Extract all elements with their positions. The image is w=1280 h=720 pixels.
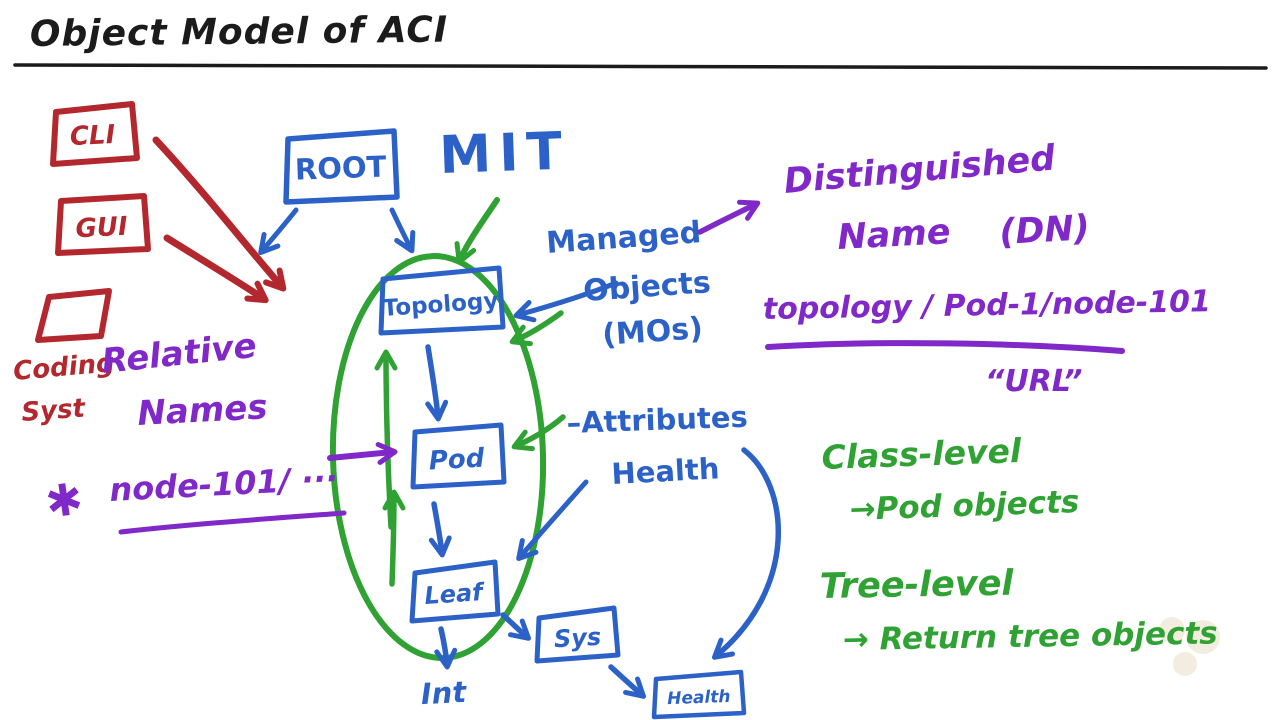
coding-system-box [35, 288, 112, 343]
topology-label: Topology [382, 288, 499, 322]
mit-label: MIT [438, 121, 571, 186]
int-label: Int [420, 675, 468, 711]
class-level-sub: →Pod objects [849, 484, 1080, 528]
attributes-label: –Attributes [566, 400, 748, 440]
arrow-attributes-to-health-box [711, 447, 782, 660]
dn-example-underline [765, 340, 1125, 354]
gui-box [55, 193, 151, 256]
leaf-label: Leaf [423, 578, 486, 610]
leaf-box [409, 559, 501, 624]
arrow-mo-to-topology [513, 280, 619, 323]
arrow-root-down [389, 207, 416, 254]
rn-example-underline [118, 510, 347, 535]
arrow-green-into-topology [509, 310, 564, 347]
pod-box [410, 422, 507, 490]
arrow-pod-leaf [428, 501, 452, 558]
url-label: “URL” [985, 364, 1083, 399]
arrow-sys-health [608, 664, 646, 699]
arrow-leaf-sys [500, 612, 532, 641]
arrow-root-downleft [258, 207, 299, 256]
arrow-mo-to-dn [697, 199, 761, 235]
rn-example: node-101/ ··· [108, 459, 338, 509]
dn-example: topology / Pod-1/node-101 [763, 284, 1212, 327]
title-underline [13, 63, 1268, 70]
arrow-attributes-to-leaf [516, 479, 589, 562]
coding-system-label-line2: Syst [20, 394, 87, 428]
arrow-mit-to-topology [454, 197, 500, 265]
dn-label-line1: Distinguished [782, 138, 1057, 202]
arrow-up-inner-lower [382, 489, 406, 587]
arrow-rn-to-pod [327, 442, 398, 465]
dn-label-name: Name [836, 212, 951, 258]
relative-names-line2: Names [136, 387, 268, 434]
topology-box [378, 265, 506, 336]
cli-label: CLI [69, 120, 116, 152]
tree-level-title: Tree-level [819, 564, 1014, 607]
star-icon: ✱ [42, 473, 86, 529]
page-title: Object Model of ACI [30, 10, 449, 55]
root-label: ROOT [294, 149, 387, 186]
class-level-title: Class-level [821, 431, 1023, 477]
dn-label-abbrev: (DN) [998, 208, 1090, 253]
health-box-label: Health [667, 687, 731, 709]
health-box [651, 669, 747, 720]
arrow-leaf-int [434, 626, 458, 670]
watermark [1159, 617, 1220, 676]
pod-label: Pod [428, 444, 485, 477]
root-box [283, 128, 400, 205]
managed-objects-line3: (MOs) [601, 311, 704, 353]
tree-level-sub: → Return tree objects [843, 615, 1218, 658]
managed-objects-line1: Managed [545, 215, 702, 261]
attributes-health-label: Health [611, 451, 721, 491]
sys-label: Sys [553, 623, 602, 653]
arrow-cli-to-tree [152, 136, 287, 292]
arrow-green-into-pod [511, 414, 566, 452]
arrow-up-inner-left [374, 349, 398, 530]
arrow-gui-to-tree [163, 234, 269, 304]
sys-box [534, 605, 621, 664]
arrow-topology-pod [425, 344, 449, 422]
relative-names-line1: Relative [100, 326, 259, 382]
gui-label: GUI [75, 212, 129, 245]
cli-box [50, 101, 140, 167]
